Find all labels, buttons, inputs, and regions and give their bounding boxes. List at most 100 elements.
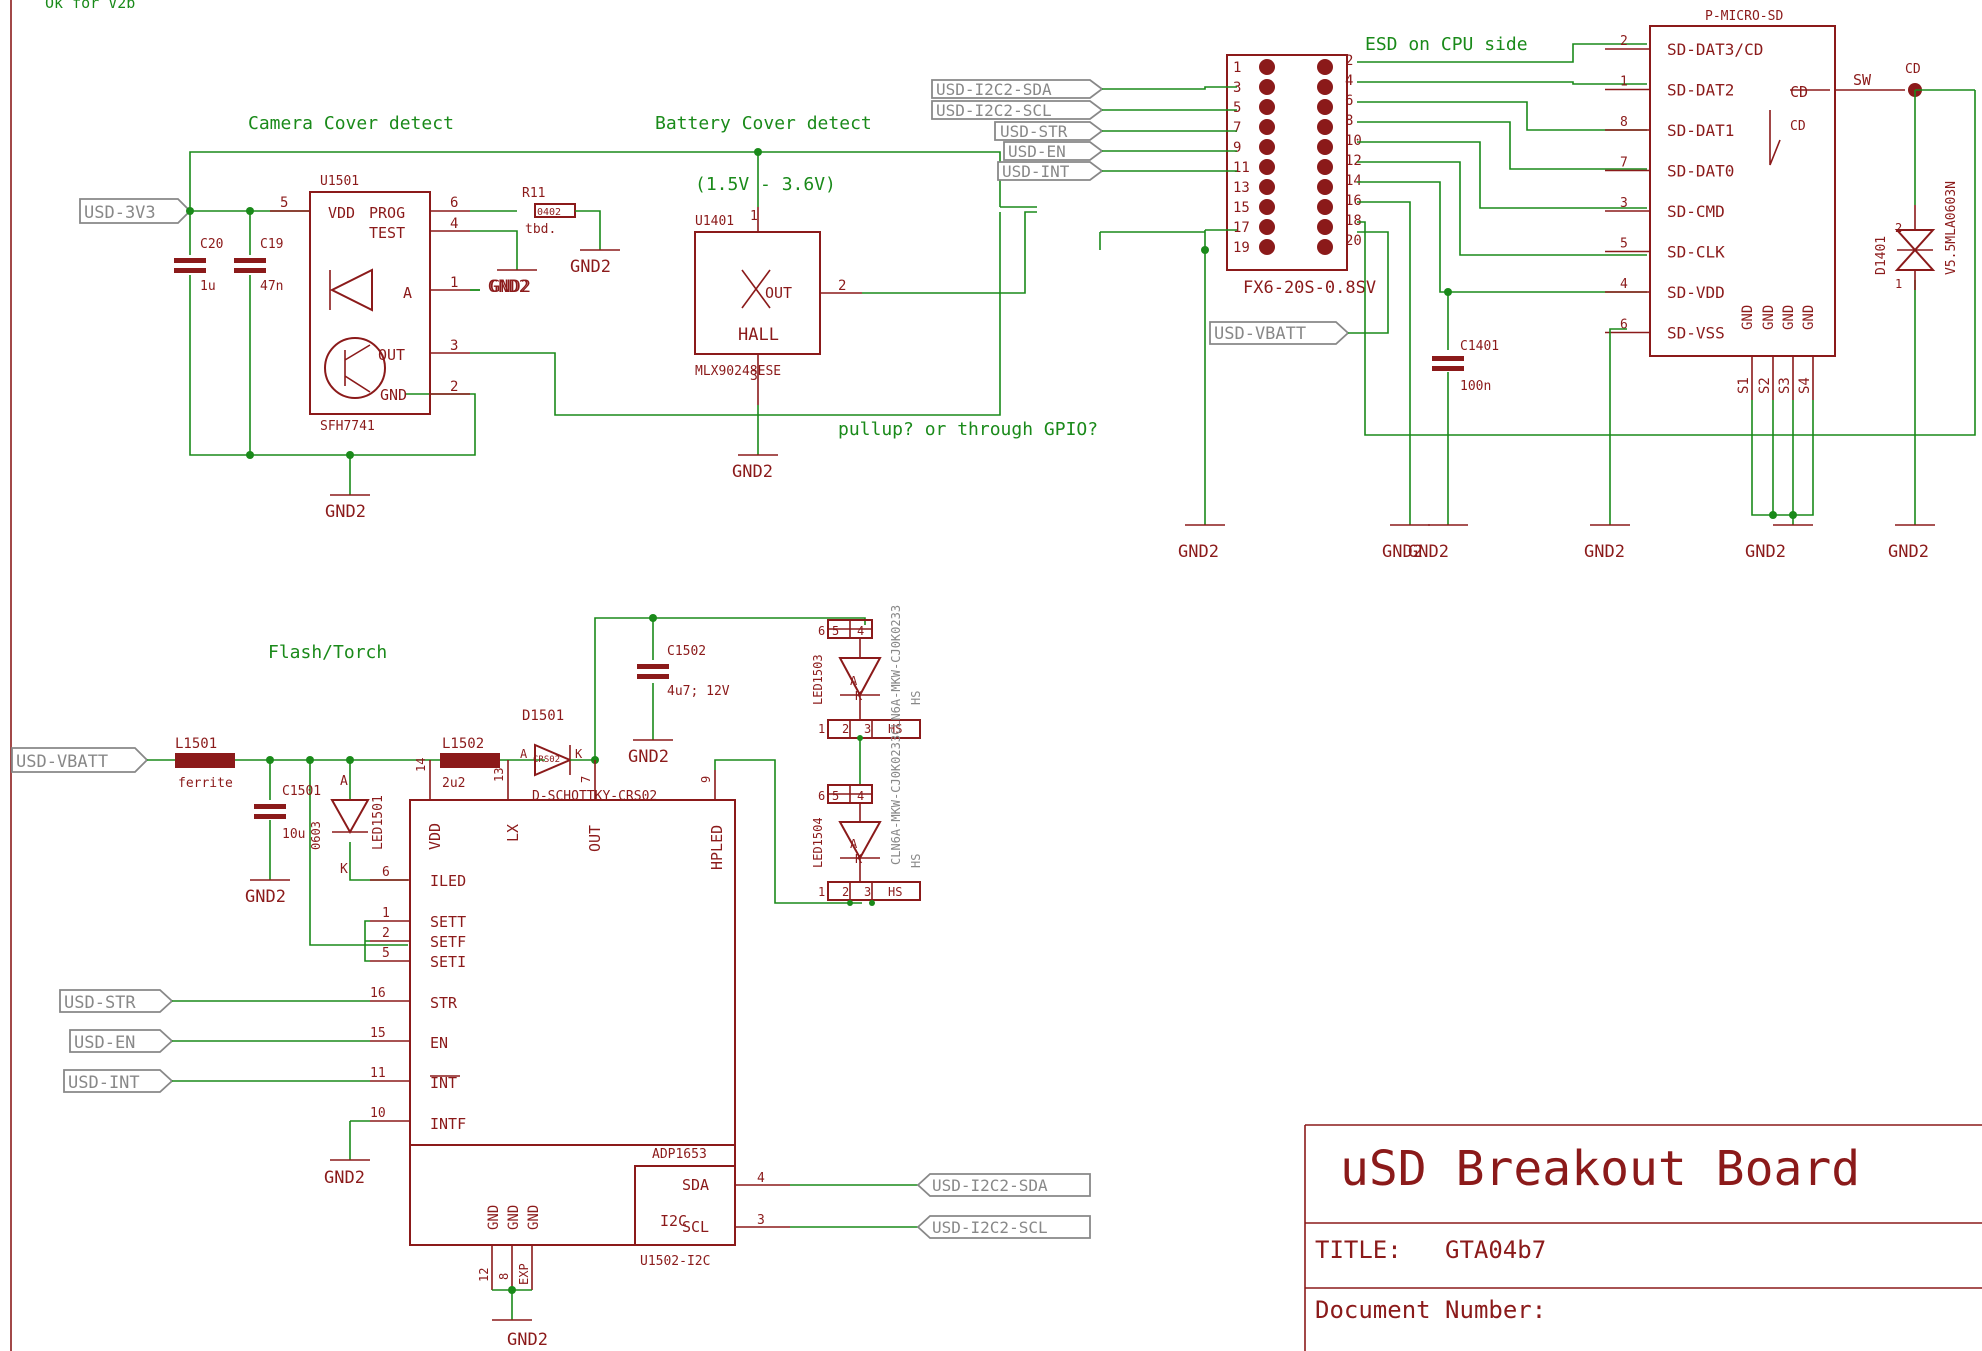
note-ok: Ok for V2b [45, 0, 135, 12]
sd-pin-number: 5 [1620, 237, 1628, 252]
svg-text:10u: 10u [282, 827, 305, 842]
sd-pin-number: 7 [1620, 156, 1628, 171]
c20-val: 1u [200, 279, 216, 294]
svg-text:HS: HS [888, 885, 902, 899]
fx6-pin-label: 4 [1345, 73, 1353, 89]
port-i2c2-sda-2 [916, 1173, 1091, 1197]
fx6-pin-12 [1317, 159, 1333, 175]
fx6-pin-9 [1259, 139, 1275, 155]
port-usd-3v3-label: USD-3V3 [84, 203, 156, 223]
fx6-pin-18 [1317, 219, 1333, 235]
svg-text:HPLED: HPLED [708, 825, 726, 870]
sd-pin-name: SD-DAT2 [1667, 81, 1734, 100]
svg-text:GND2: GND2 [1178, 542, 1219, 562]
micro-sd-socket: P-MICRO-SD SD-DAT3/CD2SD-DAT21SD-DAT18SD… [1584, 9, 1975, 562]
svg-text:5: 5 [280, 195, 288, 211]
port-usd-3v3 [79, 198, 192, 224]
svg-text:4: 4 [857, 624, 864, 638]
svg-text:1: 1 [450, 275, 458, 291]
svg-text:GND2: GND2 [732, 462, 773, 482]
fx6-pin-label: 2 [1345, 53, 1353, 69]
fx6-pin-label: 15 [1233, 200, 1250, 216]
svg-text:USD-I2C2-SDA: USD-I2C2-SDA [932, 1176, 1048, 1195]
svg-text:3: 3 [757, 1213, 765, 1228]
fx6-pin-15 [1259, 199, 1275, 215]
svg-text:USD-I2C2-SCL: USD-I2C2-SCL [932, 1218, 1048, 1237]
port-usd-vbatt-top [1209, 321, 1350, 345]
note-esd: ESD on CPU side [1365, 34, 1528, 55]
svg-text:HS: HS [888, 722, 902, 736]
svg-text:2u2: 2u2 [442, 776, 465, 791]
svg-text:USD-INT: USD-INT [68, 1073, 140, 1093]
port-usd-str-2 [59, 989, 174, 1013]
fx6-body [1226, 54, 1348, 271]
svg-text:GND2: GND2 [507, 1330, 548, 1350]
svg-text:1: 1 [818, 722, 825, 736]
svg-text:I2C: I2C [660, 1212, 687, 1230]
svg-text:GND: GND [526, 1205, 542, 1230]
svg-text:C1502: C1502 [667, 644, 706, 659]
fx6-pin-8 [1317, 119, 1333, 135]
svg-text:7: 7 [579, 776, 593, 783]
sd-pin-name: SD-VDD [1667, 283, 1725, 302]
c19-val: 47n [260, 279, 283, 294]
svg-text:SETT: SETT [430, 913, 466, 931]
title-label: TITLE: [1315, 1236, 1402, 1264]
fx6-pin-label: 6 [1345, 93, 1353, 109]
fx6-pin-label: 5 [1233, 100, 1241, 116]
sd-pin-number: 3 [1620, 196, 1628, 211]
l1501-body [175, 753, 235, 768]
i2c-subblock [634, 1165, 736, 1246]
fx6-pin-13 [1259, 179, 1275, 195]
camera-cover-section: Camera Cover detect USD-3V3 GND2 C20 1u … [79, 113, 1037, 522]
c20-ref: C20 [200, 237, 223, 252]
sd-pin-name: SD-DAT3/CD [1667, 40, 1763, 59]
svg-text:4: 4 [757, 1171, 765, 1186]
note-pullup: pullup? or through GPIO? [838, 419, 1098, 440]
svg-text:2: 2 [1895, 221, 1902, 235]
title-value: GTA04b7 [1445, 1236, 1546, 1264]
svg-text:4: 4 [450, 216, 458, 232]
svg-text:2: 2 [842, 885, 849, 899]
svg-text:MLX90248ESE: MLX90248ESE [695, 364, 781, 379]
sd-pin-name: SD-CLK [1667, 243, 1725, 262]
svg-text:GND: GND [1801, 305, 1817, 330]
svg-text:13: 13 [492, 768, 506, 782]
svg-text:5: 5 [382, 946, 390, 961]
fx6-pin-19 [1259, 239, 1275, 255]
svg-text:SW: SW [1853, 71, 1872, 89]
svg-text:CD: CD [1905, 62, 1921, 77]
svg-text:6: 6 [382, 865, 390, 880]
c19-ref: C19 [260, 237, 283, 252]
svg-text:HALL: HALL [738, 325, 779, 345]
fx6-pin-label: 3 [1233, 80, 1241, 96]
fx6-pin-4 [1317, 79, 1333, 95]
svg-text:14: 14 [414, 758, 428, 772]
svg-text:0603: 0603 [309, 821, 323, 850]
port-i2c2-sda [931, 79, 1104, 99]
fx6-pin-1 [1259, 59, 1275, 75]
svg-text:GND: GND [1740, 305, 1756, 330]
svg-text:3: 3 [864, 885, 871, 899]
svg-text:U1502-I2C: U1502-I2C [640, 1254, 710, 1269]
svg-text:2: 2 [842, 722, 849, 736]
gnd2-label: GND2 [325, 502, 366, 522]
svg-text:K: K [575, 747, 583, 761]
port-i2c2-scl [931, 100, 1104, 120]
svg-text:8: 8 [497, 1273, 511, 1280]
svg-text:15: 15 [370, 1026, 386, 1041]
svg-text:LED1504: LED1504 [811, 817, 825, 868]
svg-text:OUT: OUT [765, 284, 792, 302]
fx6-pin-label: 9 [1233, 140, 1241, 156]
svg-text:ILED: ILED [430, 872, 466, 890]
sd-pin-number: 1 [1620, 75, 1628, 90]
svg-text:6: 6 [818, 624, 825, 638]
svg-text:1: 1 [1895, 277, 1902, 291]
port-usd-str [994, 121, 1104, 141]
svg-text:S2: S2 [1757, 377, 1773, 394]
svg-text:USD-VBATT: USD-VBATT [1214, 324, 1306, 344]
note-flash: Flash/Torch [268, 642, 387, 663]
svg-text:USD-INT: USD-INT [1002, 162, 1070, 181]
fx6-pin-20 [1317, 239, 1333, 255]
l1502-body [440, 753, 500, 768]
